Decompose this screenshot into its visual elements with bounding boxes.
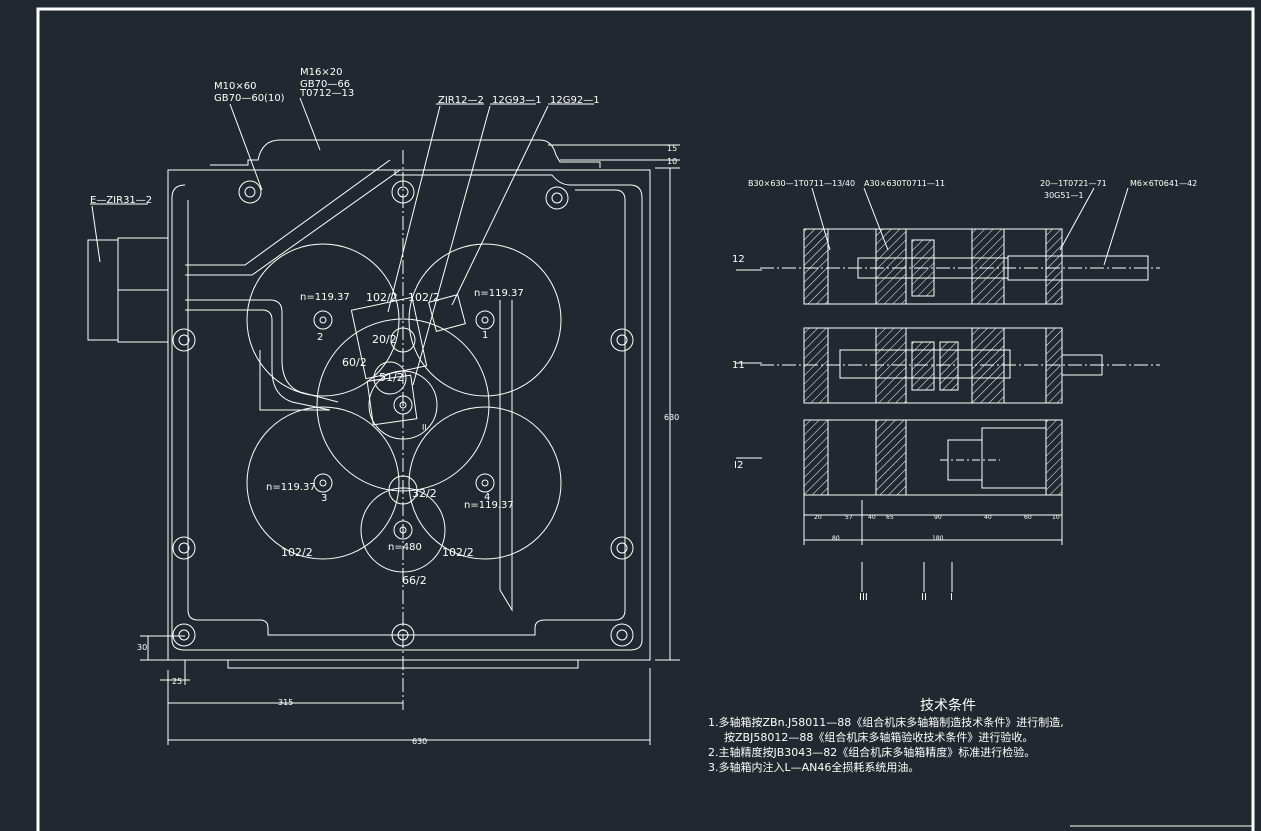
speed-shaft3: n=119.37 <box>266 482 316 493</box>
dim-top15: 15 <box>667 144 677 153</box>
section-dim-total2: 180 <box>932 535 944 542</box>
dim-left30: 30 <box>137 643 147 652</box>
section-view <box>736 187 1160 592</box>
dim-half315: 315 <box>278 698 293 707</box>
speed-shaft4: n=119.37 <box>464 500 514 511</box>
label-bolt-m16-std: GB70—66 <box>300 79 350 90</box>
shaft-roman-i: I <box>950 592 953 603</box>
section-row-12: 12 <box>732 254 745 265</box>
label-bolt-m16-part: T0712—13 <box>299 88 354 99</box>
dim-left25: 25 <box>172 677 182 686</box>
front-view <box>87 97 680 745</box>
gear-g1: 102/2 <box>366 291 398 304</box>
section-dim-2: 57 <box>845 514 853 521</box>
gear-g7: 102/2 <box>281 546 313 559</box>
section-dim-4: 65 <box>886 514 894 521</box>
dim-top10: 10 <box>667 157 677 166</box>
gear-g2: 102/2 <box>408 291 440 304</box>
section-label-p4: M6×6T0641—42 <box>1130 179 1197 188</box>
tech-note-1: 1.多轴箱按ZBn.J58011—88《组合机床多轴箱制造技术条件》进行制造, <box>708 715 1064 729</box>
label-bolt-m10-std: GB70—60(10) <box>214 93 285 104</box>
gear-g6: 32/2 <box>412 487 437 500</box>
shaft-number-ii: II <box>422 423 427 432</box>
label-bolt-m16: M16×20 <box>300 67 342 78</box>
section-dim-total1: 80 <box>832 535 840 542</box>
label-part-zir12: ZIR12—2 <box>438 95 484 106</box>
gear-g4: 60/2 <box>342 356 367 369</box>
section-dim-6: 40 <box>984 514 992 521</box>
section-label-p3: 20—1T0721—71 <box>1040 179 1107 188</box>
tech-note-1b: 按ZBJ58012—88《组合机床多轴箱验收技术条件》进行验收。 <box>724 730 1033 744</box>
label-bolt-m10: M10×60 <box>214 81 256 92</box>
gear-g8: 102/2 <box>442 546 474 559</box>
shaft-number-4: 4 <box>484 492 490 503</box>
speed-shaft1: n=119.37 <box>474 288 524 299</box>
tech-note-3: 3.多轴箱内注入L—AN46全损耗系统用油。 <box>708 760 919 774</box>
dim-height630: 630 <box>664 413 679 422</box>
speed-main: n=480 <box>388 542 422 553</box>
tech-notes-heading: 技术条件 <box>920 697 976 714</box>
shaft-roman-ii: II <box>921 592 927 603</box>
label-part-side: E—ZIR31—2 <box>90 195 152 206</box>
speed-shaft2: n=119.37 <box>300 292 350 303</box>
section-dim-3: 40 <box>868 514 876 521</box>
dim-width630: 630 <box>412 737 427 746</box>
shaft-number-1: 1 <box>482 330 488 341</box>
gear-g3: 20/2 <box>372 333 397 346</box>
label-part-12g92: 12G92—1 <box>550 95 600 106</box>
shaft-roman-iii: III <box>859 592 868 603</box>
tech-note-2: 2.主轴精度按JB3043—82《组合机床多轴箱精度》标准进行检验。 <box>708 745 1035 759</box>
bolt-holes <box>172 180 634 647</box>
section-row-11: 11 <box>732 360 745 371</box>
gear-g9: 66/2 <box>402 574 427 587</box>
section-row-i2: I2 <box>734 460 743 471</box>
label-part-12g93: 12G93—1 <box>492 95 542 106</box>
shaft-number-3: 3 <box>321 493 327 504</box>
drawing-frame <box>36 7 1255 831</box>
section-dim-8: 10 <box>1052 514 1060 521</box>
gear-g5: 51/2 <box>379 371 404 384</box>
section-dim-7: 60 <box>1024 514 1032 521</box>
section-label-p2: A30×630T0711—11 <box>864 179 945 188</box>
section-dim-5: 90 <box>934 514 942 521</box>
section-dim-1: 20 <box>814 514 822 521</box>
section-label-p3b: 30G51—1 <box>1044 191 1084 200</box>
shaft-number-2: 2 <box>317 332 323 343</box>
section-label-p1: B30×630—1T0711—13/40 <box>748 179 855 188</box>
